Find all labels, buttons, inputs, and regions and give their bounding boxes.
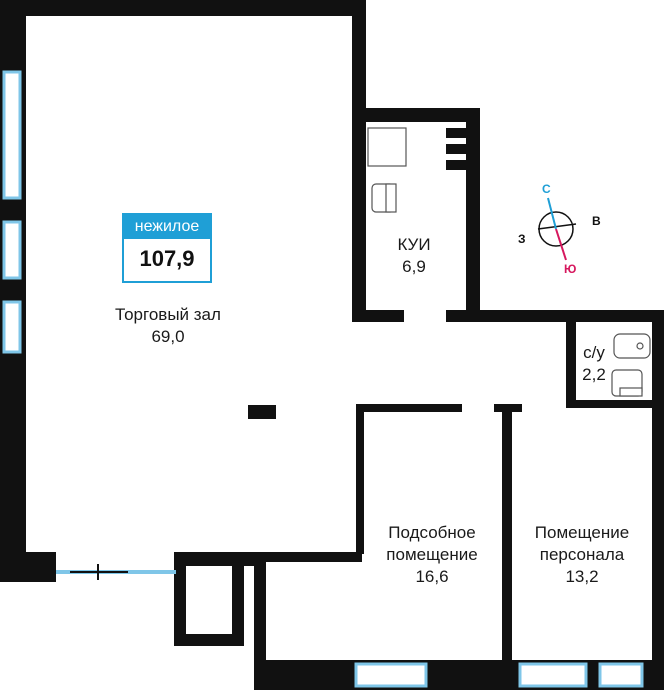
entrance: [56, 564, 228, 637]
compass-south: Ю: [564, 262, 577, 276]
room-name-line1: Подсобное: [388, 523, 476, 542]
room-staff: Помещение персонала 13,2: [512, 522, 652, 588]
room-utility: Подсобное помещение 16,6: [364, 522, 500, 588]
badge-title: нежилое: [124, 215, 210, 239]
compass-north: С: [542, 182, 551, 196]
room-area: 13,2: [565, 567, 599, 586]
room-bathroom: с/у 2,2: [574, 342, 614, 386]
room-trading-hall: Торговый зал 69,0: [88, 304, 248, 348]
room-area: 6,9: [402, 257, 426, 276]
room-name: Торговый зал: [115, 305, 221, 324]
compass-west: З: [518, 232, 526, 246]
room-area: 16,6: [415, 567, 449, 586]
compass: [537, 197, 577, 261]
badge-total-area: 107,9: [139, 246, 195, 271]
area-badge: нежилое 107,9: [122, 213, 212, 283]
windows: [2, 70, 644, 688]
compass-east: В: [592, 214, 601, 228]
room-name: с/у: [583, 343, 605, 362]
room-name: КУИ: [397, 235, 431, 254]
fixtures: [367, 127, 651, 397]
room-name-line2: персонала: [539, 545, 625, 564]
room-name-line2: помещение: [386, 545, 478, 564]
room-area: 2,2: [582, 365, 606, 384]
room-area: 69,0: [151, 327, 185, 346]
room-kui: КУИ 6,9: [374, 234, 454, 278]
room-name-line1: Помещение: [534, 523, 630, 542]
